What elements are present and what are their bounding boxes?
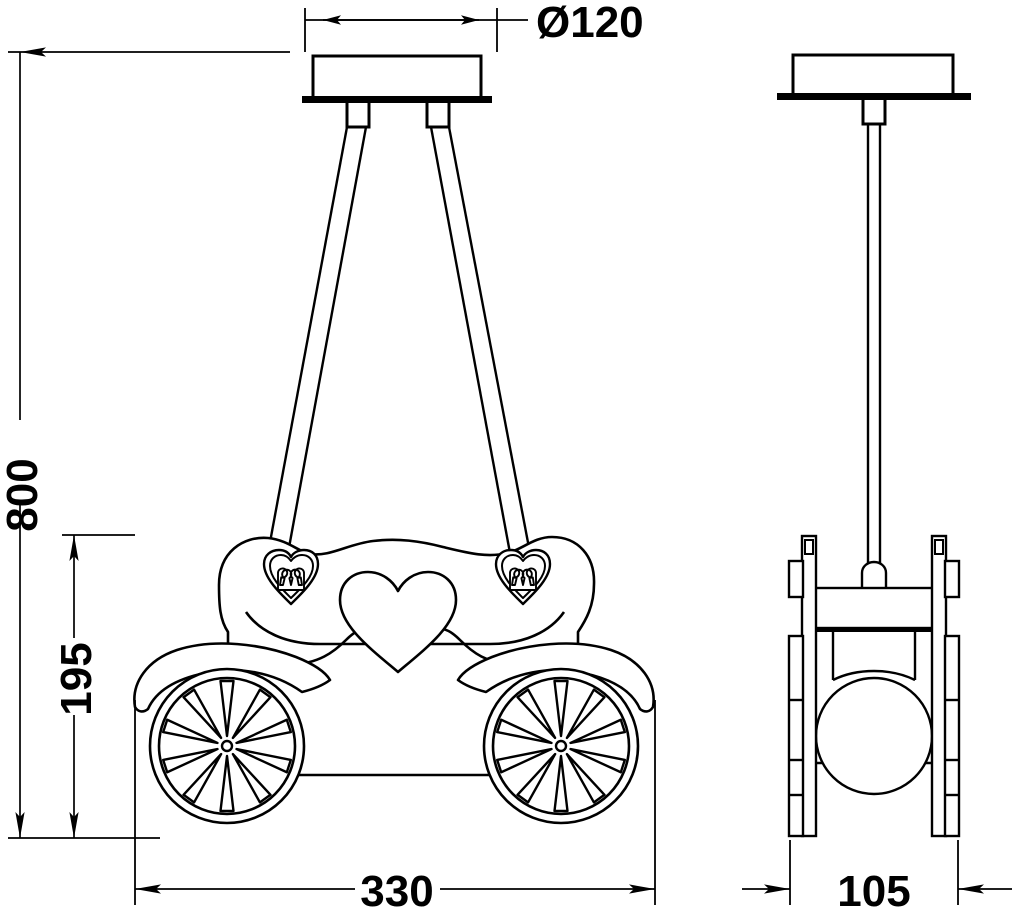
front-view — [133, 54, 655, 825]
dimension-height-800: 800 — [0, 47, 290, 839]
side-rod-collar — [860, 560, 888, 588]
crown-medallion-left — [262, 548, 320, 606]
dimension-label-height-195: 195 — [52, 642, 101, 715]
side-wheel-left — [787, 534, 818, 838]
dimension-label-height-800: 800 — [0, 458, 47, 531]
heart-window — [338, 570, 458, 674]
dimension-label-depth-105: 105 — [837, 867, 910, 912]
suspension-rod-right — [429, 126, 532, 554]
wheel-left-spokes — [161, 679, 293, 813]
side-drop-rod — [866, 124, 882, 568]
dimension-label-diameter-120: Ø120 — [536, 0, 644, 47]
fender-right — [456, 642, 655, 713]
wheel-left — [148, 667, 306, 825]
fender-left — [133, 642, 332, 713]
side-rod-socket — [861, 100, 887, 126]
dimension-label-width-330: 330 — [360, 867, 433, 912]
dimension-depth-105: 105 — [742, 840, 1012, 912]
wheel-right-spokes — [495, 679, 627, 813]
side-view — [777, 53, 971, 838]
wheel-right — [482, 667, 640, 825]
ceiling-canopy-plate — [302, 54, 492, 103]
dimension-height-195: 195 — [52, 534, 135, 838]
suspension-rod-left — [266, 126, 368, 554]
side-ceiling-canopy-plate — [777, 53, 971, 100]
dimension-diameter-120: Ø120 — [304, 0, 644, 52]
side-wheel-right — [930, 534, 961, 838]
suspension-socket-left — [345, 103, 371, 129]
crown-medallion-right — [494, 548, 552, 606]
dimension-width-330: 330 — [134, 700, 656, 912]
suspension-socket-right — [425, 103, 451, 129]
